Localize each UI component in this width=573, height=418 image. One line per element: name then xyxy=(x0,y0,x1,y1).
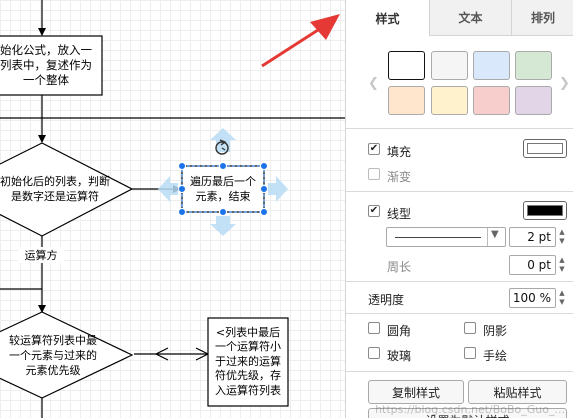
connect-arrow-down xyxy=(210,216,236,236)
perimeter-label: 周长 xyxy=(387,260,412,274)
fill-color-picker[interactable] xyxy=(523,139,567,158)
edge-label-operator: 运算方 xyxy=(18,247,64,263)
sketch-label: 手绘 xyxy=(483,349,508,363)
style-swatch-4[interactable] xyxy=(515,51,552,80)
line-pattern-select[interactable]: ▼ xyxy=(386,227,506,247)
node-traverse-selected-box xyxy=(181,165,265,213)
node-init-formula xyxy=(0,35,103,96)
style-swatch-8[interactable] xyxy=(515,86,552,115)
swatch-next-icon[interactable]: ❯ xyxy=(559,76,570,91)
node-traverse-text[interactable]: 遍历最后一个 元素，结束 xyxy=(190,175,256,203)
node-compare xyxy=(0,311,134,399)
node-init-formula-text[interactable]: 始化公式，放入一 列表中，复述作为 一个整体 xyxy=(0,43,92,87)
rounded-label: 圆角 xyxy=(387,324,412,338)
dropdown-divider xyxy=(487,228,488,246)
opacity-spinner-icon[interactable]: ▲▼ xyxy=(559,289,565,306)
perimeter-input[interactable]: 0 pt xyxy=(509,255,556,275)
copy-style-button[interactable]: 复制样式 xyxy=(368,380,464,404)
diagram-svg xyxy=(0,0,345,418)
sketch-checkbox[interactable] xyxy=(464,347,476,359)
shadow-label: 阴影 xyxy=(483,324,508,338)
resize-handle-ne[interactable] xyxy=(260,162,268,170)
format-tabs: 样式 文本 排列 xyxy=(346,0,573,36)
divider-3 xyxy=(346,281,573,282)
node-push-operator xyxy=(207,317,289,407)
node-push-operator-text[interactable]: <列表中最后 一个运算符小 于过来的运算 符优先级，存 入运算符列表 xyxy=(215,325,281,397)
line-width-spinner-icon[interactable]: ▲▼ xyxy=(559,228,565,245)
swatch-prev-icon[interactable]: ❮ xyxy=(368,76,379,91)
set-default-style-button[interactable]: 设置为默认样式 xyxy=(368,408,567,418)
divider-5 xyxy=(346,371,573,372)
style-swatch-5[interactable] xyxy=(388,86,425,115)
fill-checkbox[interactable]: ✔ xyxy=(368,143,380,155)
style-swatch-7[interactable] xyxy=(473,86,510,115)
resize-handle-sw[interactable] xyxy=(178,208,186,216)
node-decision xyxy=(0,142,134,237)
glass-label: 玻璃 xyxy=(387,349,412,363)
format-panel: 样式 文本 排列 ❮ ❯ ✔ 填充 渐变 ✔ 线型 ▼ 2 pt ▲▼ 周长 0… xyxy=(345,0,573,418)
annotation-arrow-head xyxy=(310,14,340,40)
line-checkbox[interactable]: ✔ xyxy=(368,205,380,217)
rounded-checkbox[interactable] xyxy=(368,322,380,334)
node-decision-text[interactable]: 初始化后的列表，判断 是数字还是运算符 xyxy=(0,175,110,203)
divider-2 xyxy=(346,191,573,192)
annotation-arrow-shaft xyxy=(261,28,319,68)
gradient-checkbox[interactable] xyxy=(368,168,380,180)
line-label: 线型 xyxy=(387,207,412,221)
tab-text[interactable]: 文本 xyxy=(429,0,511,36)
resize-handle-nw[interactable] xyxy=(178,162,186,170)
opacity-input[interactable]: 100 % xyxy=(509,288,556,308)
connect-arrow-right xyxy=(268,176,288,202)
fill-label: 填充 xyxy=(387,145,412,159)
node-compare-text[interactable]: 较运算符列表中最 一个元素与过来的 元素优先级 xyxy=(9,333,97,377)
style-swatch-3[interactable] xyxy=(473,51,510,80)
tab-arrange[interactable]: 排列 xyxy=(511,0,573,36)
connect-arrow-left xyxy=(158,176,178,202)
paste-style-button[interactable]: 粘贴样式 xyxy=(468,380,567,404)
shadow-checkbox[interactable] xyxy=(464,322,476,334)
perimeter-spinner-icon[interactable]: ▲▼ xyxy=(559,256,565,273)
resize-handle-n[interactable] xyxy=(219,162,227,170)
opacity-label: 透明度 xyxy=(368,293,405,307)
line-color-picker[interactable] xyxy=(523,201,567,220)
line-width-input[interactable]: 2 pt xyxy=(509,227,556,247)
diagram-canvas[interactable]: 始化公式，放入一 列表中，复述作为 一个整体 初始化后的列表，判断 是数字还是运… xyxy=(0,0,345,418)
rotate-handle-icon xyxy=(215,139,229,155)
gradient-label: 渐变 xyxy=(387,170,412,184)
glass-checkbox[interactable] xyxy=(368,347,380,359)
tab-style[interactable]: 样式 xyxy=(346,0,429,36)
chevron-down-icon: ▼ xyxy=(491,229,499,240)
divider-1 xyxy=(346,128,573,129)
resize-handle-se[interactable] xyxy=(260,208,268,216)
divider-4 xyxy=(346,313,573,314)
open-arrow-left xyxy=(154,347,169,361)
line-pattern-preview xyxy=(395,237,481,238)
resize-handle-e[interactable] xyxy=(260,185,268,193)
style-swatch-1[interactable] xyxy=(388,51,425,80)
resize-handle-w[interactable] xyxy=(178,185,186,193)
style-swatch-2[interactable] xyxy=(431,51,468,80)
watermark-text: https://blog.csdn.net/BoBo_Guo_... xyxy=(375,403,565,416)
style-swatch-6[interactable] xyxy=(431,86,468,115)
resize-handle-s[interactable] xyxy=(219,208,227,216)
